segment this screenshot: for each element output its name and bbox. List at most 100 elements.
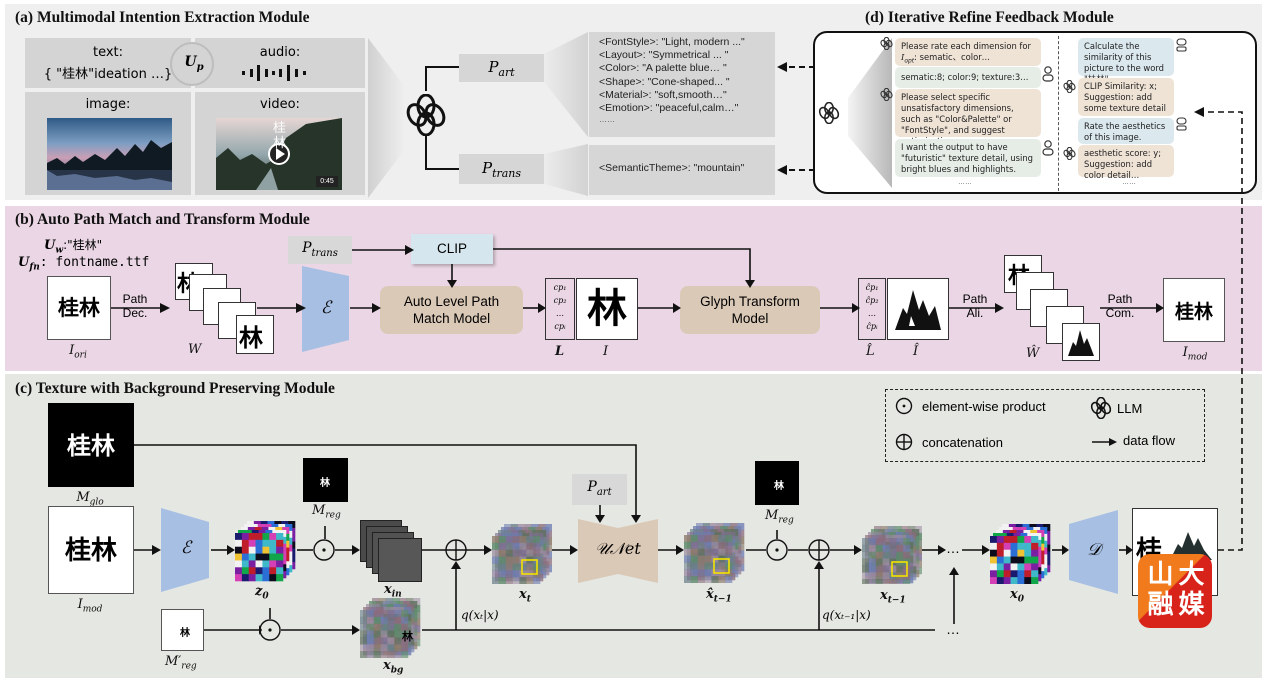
legend-dataflow-label: data flow	[1123, 433, 1176, 448]
region-mask-glyph: 林	[320, 478, 330, 489]
chat-ellipsis: ……	[1122, 179, 1136, 186]
inverse-region-mask	[161, 609, 204, 651]
global-mask-image	[48, 403, 134, 487]
ufn-input: Ufn: fontname.ttf	[18, 255, 150, 273]
m-reg-label: Mreg	[765, 508, 794, 526]
panel-b-title: (b) Auto Path Match and Transform Module	[15, 211, 310, 228]
data-flow-arrow-icon	[1092, 438, 1117, 446]
p-trans-box	[288, 236, 352, 264]
steps-ellipsis: …	[946, 621, 960, 637]
latent-layer	[990, 536, 1039, 584]
x-in-layer	[378, 538, 422, 582]
llm-icon	[1063, 80, 1076, 93]
decoder-symbol: 𝒟	[1087, 540, 1101, 560]
region-mask-image	[755, 461, 799, 505]
text-value: { "桂林"ideation …}	[43, 67, 173, 82]
concatenation-icon	[895, 433, 913, 451]
audio-waveform-icon	[242, 65, 306, 81]
latent-xt-minus-1	[862, 526, 922, 584]
encoder-block	[161, 508, 209, 592]
noisy-latent-xt	[492, 524, 552, 584]
i-mod-label: Imod	[1182, 345, 1208, 363]
z0-label: z0	[255, 584, 269, 602]
unet-block	[578, 519, 658, 583]
chat-divider	[1058, 36, 1059, 191]
funnel-shape	[368, 38, 406, 198]
llm-icon	[1090, 397, 1112, 419]
chat-message-llm: Please rate each dimension for Iopt: sem…	[895, 38, 1041, 66]
i-hat-label: Î	[913, 344, 919, 359]
chat-message-llm: CLIP Similarity: x; Suggestion: add some…	[1078, 78, 1174, 116]
auto-level-path-match-model	[380, 286, 523, 334]
panel-d-title: (d) Iterative Refine Feedback Module	[865, 9, 1114, 26]
denoised-latent-xhat	[684, 523, 745, 583]
latent-layer	[492, 536, 541, 584]
modified-glyph-input	[48, 506, 134, 594]
steps-ellipsis: …	[946, 540, 960, 556]
watermark-logo	[1138, 554, 1212, 628]
clip-label: CLIP	[436, 241, 467, 256]
single-glyph-image	[576, 278, 638, 340]
video-duration: 0:45	[320, 178, 334, 185]
panel-a-title: (a) Multimodal Intention Extraction Modu…	[15, 9, 310, 26]
text-input-cell	[25, 38, 191, 88]
p-trans-line: <SemanticTheme>: "mountain"	[599, 162, 745, 174]
audio-label: audio:	[259, 45, 301, 60]
p-art-line: <FontStyle>: "Light, modern ..."	[599, 36, 745, 48]
clip-model-box	[411, 234, 493, 264]
l-label: L	[555, 344, 565, 359]
video-thumbnail[interactable]	[216, 118, 342, 190]
p-art-line: <Shape>: "Cone-shaped... "	[599, 75, 730, 88]
latent-layer	[235, 533, 284, 582]
p-art-line: <Material>: "soft,smooth…"	[599, 88, 727, 101]
p-art-expansion	[544, 32, 588, 196]
watermark-text: 山大融媒	[1147, 560, 1205, 620]
panel-c-title: (c) Texture with Background Preserving M…	[15, 380, 335, 397]
control-points-list	[545, 278, 575, 340]
chat-message-robot: Calculate the similarity of this picture…	[1078, 38, 1174, 84]
unet-label: 𝒰𝒩et	[595, 539, 641, 558]
p-art-line: <Emotion>: "peaceful,calm…"	[599, 102, 739, 115]
region-mask-image	[303, 458, 348, 502]
glyph-stroke-card	[236, 315, 274, 354]
panel-b-arrows	[111, 245, 1164, 313]
user-icon	[1042, 66, 1054, 82]
x-t-label: xt	[519, 587, 531, 605]
p-art-box	[572, 474, 627, 505]
chat-message-user: I want the output to have "futuristic" t…	[895, 139, 1041, 177]
user-prompt-symbol: Up	[184, 54, 204, 73]
llm-icon	[880, 88, 893, 101]
encoder-symbol: ℰ	[180, 538, 192, 558]
audio-input-cell	[195, 38, 365, 88]
p-trans-label: Ptrans	[481, 159, 522, 180]
chat-message-llm: Please select specific unsatisfactory di…	[895, 89, 1041, 146]
w-label: W	[188, 342, 202, 357]
feedback-dashed-arrows	[777, 62, 815, 175]
x-bg-label: xbg	[383, 658, 404, 676]
final-latent-x0	[990, 524, 1051, 584]
legend-elementwise-label: element-wise product	[922, 399, 1046, 414]
l-hat-label: L̂	[866, 344, 875, 359]
elementwise-product-icon	[895, 397, 913, 415]
background-latent-xbg	[360, 598, 421, 658]
highlight-region	[891, 561, 908, 577]
user-prompt-circle	[170, 42, 214, 86]
glyph-transform-model	[680, 286, 820, 334]
background-glyph: 林	[402, 630, 413, 643]
panel-c-arrows	[134, 444, 1133, 641]
i-label: I	[603, 344, 609, 359]
region-mask-glyph: 林	[774, 481, 784, 492]
video-overlay-text: 桂林	[273, 121, 287, 151]
chat-message-user: sematic:8; color:9; texture:3…	[895, 67, 1041, 88]
i-mod-label: Imod	[77, 597, 103, 615]
p-trans-details: <SemanticTheme>: "mountain"	[589, 145, 775, 195]
video-label: video:	[260, 97, 300, 112]
m-reg-prime-label: M′reg	[165, 654, 197, 672]
p-art-details: <FontStyle>: "Light, modern ..." <Layout…	[589, 32, 775, 137]
x0-label: x0	[1010, 587, 1025, 605]
